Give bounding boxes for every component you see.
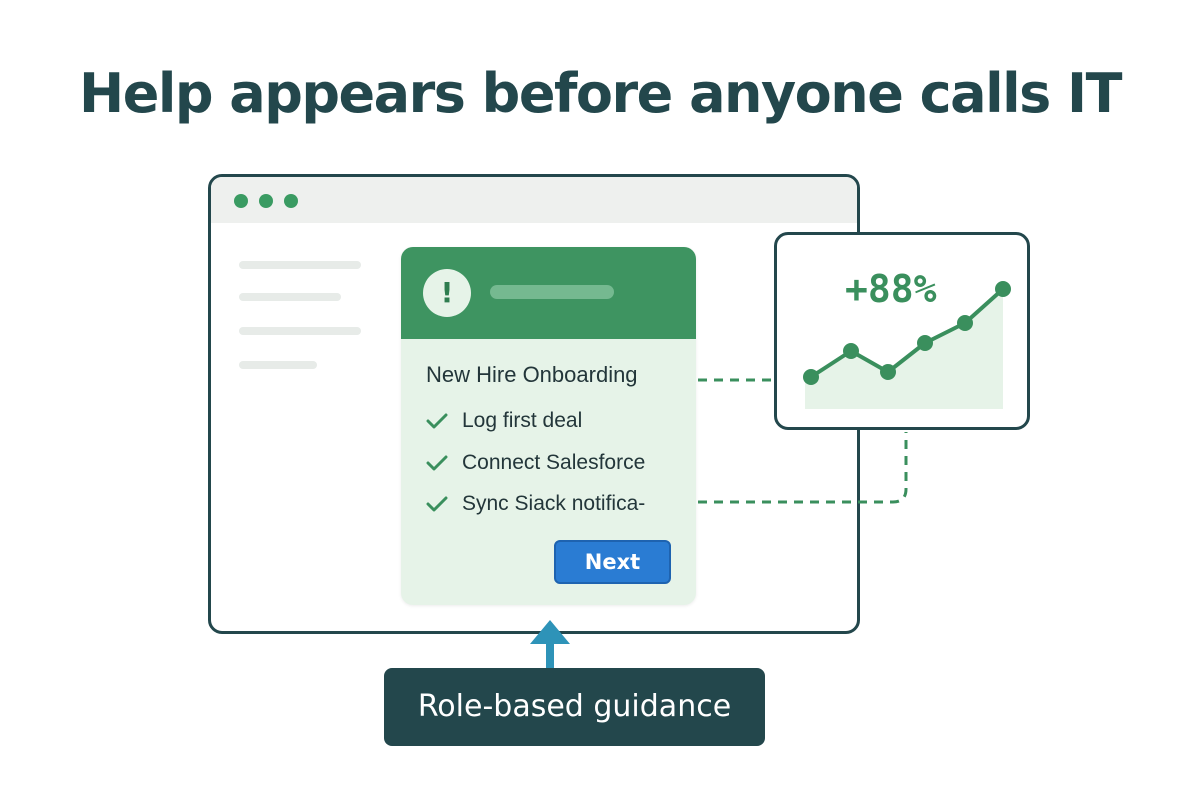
placeholder-text-line bbox=[239, 327, 361, 335]
header-placeholder-bar bbox=[490, 285, 614, 299]
trend-point bbox=[803, 369, 819, 385]
placeholder-text-line bbox=[239, 293, 341, 301]
trend-point bbox=[917, 335, 933, 351]
headline: Help appears before anyone calls IT bbox=[79, 62, 1122, 125]
up-arrow-icon bbox=[530, 620, 570, 668]
trend-area bbox=[805, 289, 1003, 409]
stat-value: +88% bbox=[845, 267, 937, 311]
window-dot-icon bbox=[259, 194, 273, 208]
checkmark-icon bbox=[426, 413, 448, 429]
browser-titlebar bbox=[211, 177, 857, 223]
window-dot-icon bbox=[284, 194, 298, 208]
task-label: Log first deal bbox=[462, 409, 583, 432]
line-chart-icon bbox=[803, 281, 1011, 409]
trend-point bbox=[957, 315, 973, 331]
onboarding-card-header: ! bbox=[401, 247, 696, 339]
exclamation-icon: ! bbox=[423, 269, 471, 317]
connector-bottom bbox=[698, 432, 908, 504]
checkmark-icon bbox=[426, 455, 448, 471]
stat-card: +88% bbox=[774, 232, 1030, 430]
onboarding-title: New Hire Onboarding bbox=[426, 362, 638, 387]
caption-label: Role-based guidance bbox=[384, 668, 765, 746]
window-dot-icon bbox=[234, 194, 248, 208]
task-label: Connect Salesforce bbox=[462, 451, 646, 474]
trend-point bbox=[843, 343, 859, 359]
next-button[interactable]: Next bbox=[554, 540, 671, 584]
placeholder-text-line bbox=[239, 261, 361, 269]
trend-point bbox=[995, 281, 1011, 297]
checkmark-icon bbox=[426, 496, 448, 512]
placeholder-text-line bbox=[239, 361, 317, 369]
trend-point bbox=[880, 364, 896, 380]
onboarding-card: ! New Hire Onboarding Log first deal Con… bbox=[401, 247, 696, 605]
task-label: Sync Siack notifica- bbox=[462, 492, 646, 515]
